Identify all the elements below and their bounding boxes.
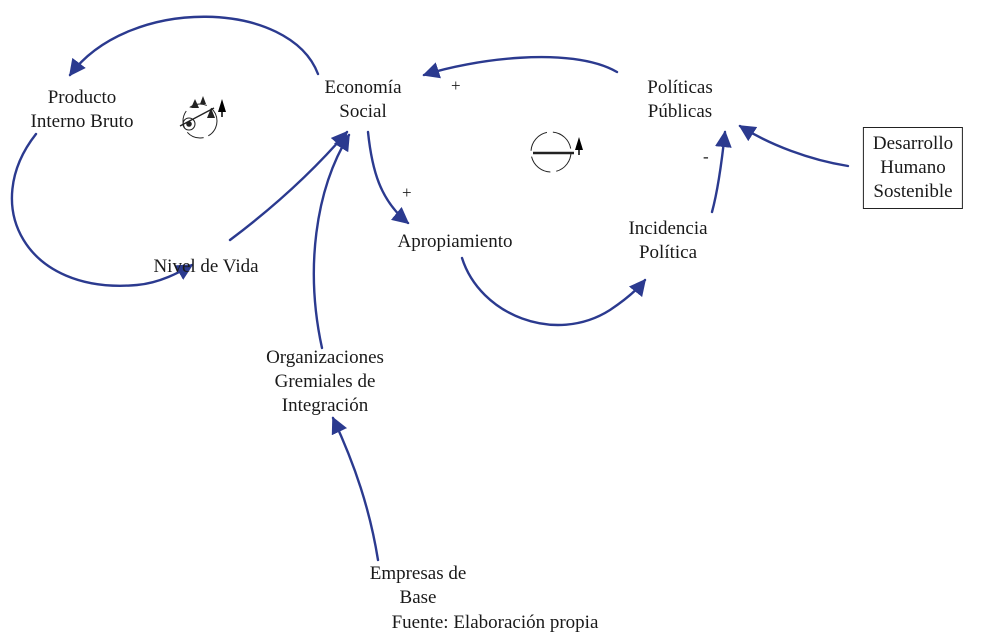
node-label-line: Sostenible (873, 181, 953, 202)
link-pib-to-nivel-de-vida (10, 132, 194, 287)
link-economia-to-apropiamiento (366, 130, 410, 225)
node-label-line: Integración (281, 395, 369, 416)
node-nivel-de-vida: Nivel de Vida (153, 255, 258, 279)
node-economia-social: Economía Social (324, 76, 401, 124)
node-label-line: Humano (880, 157, 946, 178)
link-organizaciones-to-economia (312, 133, 351, 350)
node-label-line: Políticas (647, 77, 713, 98)
link-politicas-to-economia (422, 55, 619, 79)
node-empresas-de-base: Empresas de Base (370, 562, 467, 610)
node-label-line: Nivel de Vida (153, 256, 259, 277)
node-label-line: Organizaciones (266, 347, 384, 368)
node-label-line: Interno Bruto (30, 111, 134, 132)
link-apropiamiento-to-incidencia (460, 256, 647, 327)
figure-caption: Fuente: Elaboración propia (391, 612, 599, 633)
polarity-sign-economia-to-apropiamiento: + (402, 183, 412, 202)
node-desarrollo-humano-sostenible: Desarrollo Humano Sostenible (862, 127, 964, 209)
node-label-line: Social (339, 101, 387, 122)
node-label-line: Economía (324, 77, 402, 98)
node-label-line: Producto (47, 87, 117, 108)
node-incidencia-politica: Incidencia Política (628, 217, 707, 265)
node-label-line: Apropiamiento (397, 231, 513, 252)
link-incidencia-to-politicas (710, 130, 732, 214)
reinforcing-loop-icon (179, 96, 226, 139)
node-organizaciones-gremiales: Organizaciones Gremiales de Integración (266, 346, 384, 418)
node-label-line: Empresas de (369, 563, 467, 584)
balancing-loop-icon (530, 131, 583, 173)
link-economia-to-pib (68, 15, 320, 77)
link-nivel-de-vida-to-economia (228, 130, 349, 242)
node-apropiamiento: Apropiamiento (397, 230, 512, 254)
node-label-line: Públicas (647, 101, 713, 122)
link-desarrollo-to-politicas (738, 124, 850, 168)
node-label-line: Política (638, 242, 698, 263)
link-empresas-to-organizaciones (331, 416, 380, 562)
node-label-line: Incidencia (628, 218, 708, 239)
node-label-line: Desarrollo (872, 133, 954, 154)
polarity-sign-incidencia-to-politicas: - (703, 147, 709, 166)
node-politicas-publicas: Políticas Públicas (647, 76, 712, 124)
node-label-line: Base (399, 587, 437, 608)
node-label-line: Gremiales de (274, 371, 376, 392)
node-producto-interno-bruto: Producto Interno Bruto (31, 86, 134, 134)
polarity-sign-politicas-to-economia: + (451, 76, 461, 95)
